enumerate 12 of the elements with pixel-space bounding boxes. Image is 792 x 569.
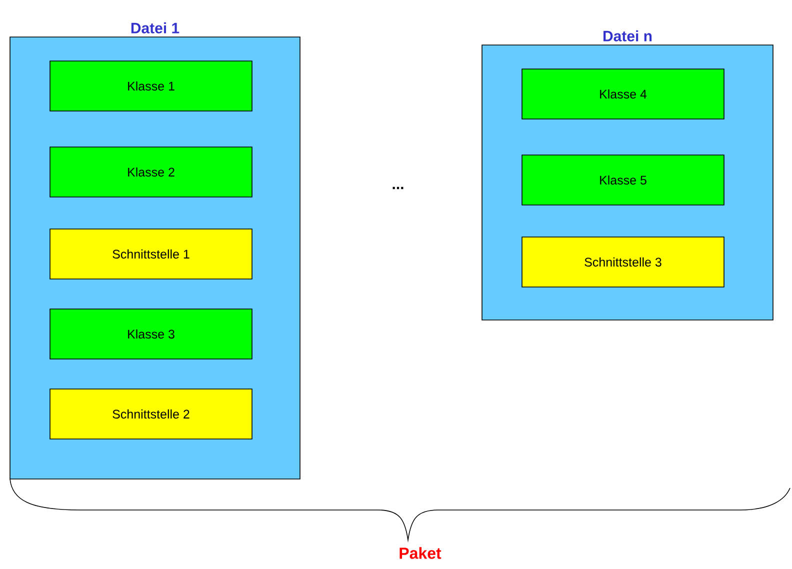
ellipsis: ... bbox=[392, 186, 404, 190]
class-box: Klasse 2 bbox=[50, 146, 252, 198]
interface-box: Schnittstelle 2 bbox=[50, 388, 252, 440]
node-label: Datei n bbox=[604, 30, 652, 42]
class-box: Klasse 4 bbox=[522, 68, 724, 120]
interface-box: Schnittstelle 1 bbox=[50, 228, 252, 280]
brace-label: Paket bbox=[400, 547, 442, 559]
class-box: Klasse 1 bbox=[50, 60, 252, 112]
interface-box: Schnittstelle 3 bbox=[522, 236, 724, 288]
class-box: Klasse 5 bbox=[522, 154, 724, 206]
node-label: Datei 1 bbox=[131, 22, 180, 34]
class-box: Klasse 3 bbox=[50, 308, 252, 360]
